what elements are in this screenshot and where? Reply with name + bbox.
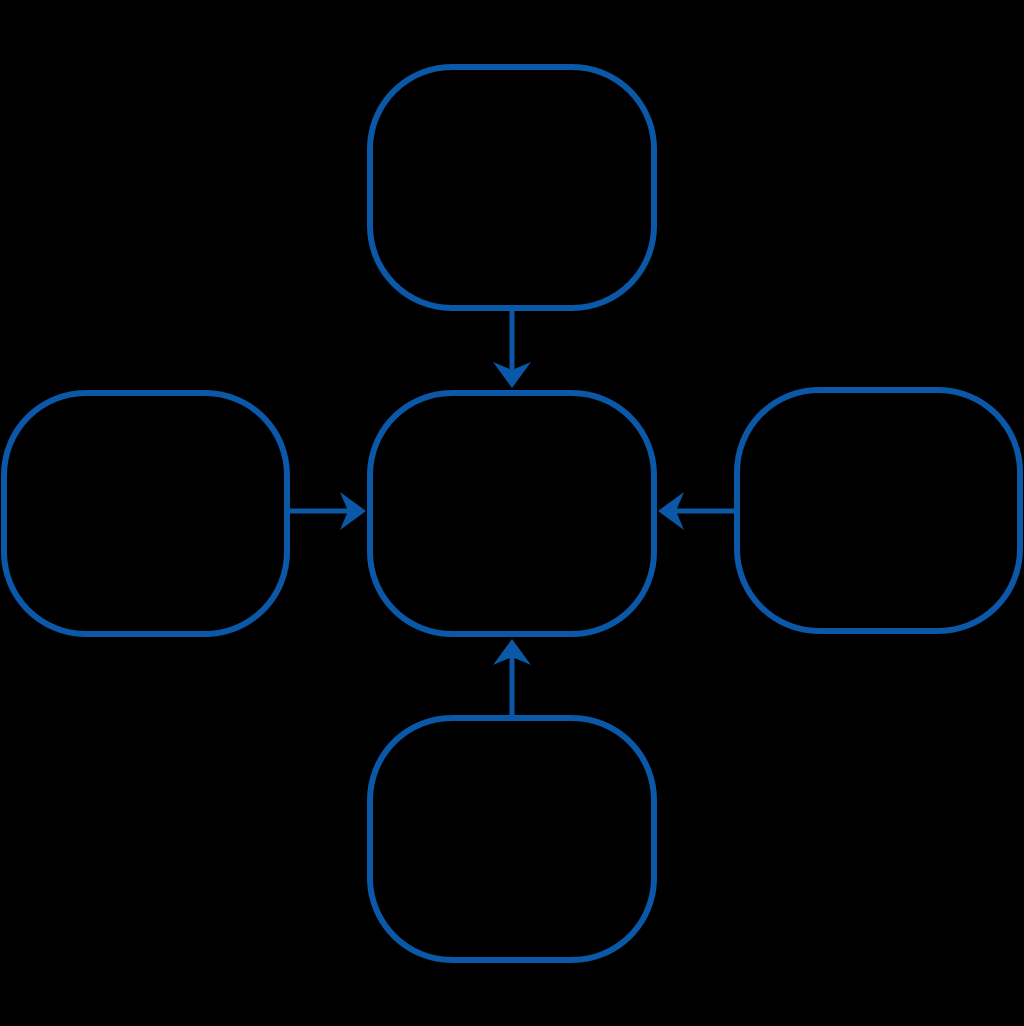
arrowhead-top-to-center (493, 362, 531, 388)
edges-layer (287, 308, 737, 718)
arrowhead-right-to-center (658, 492, 684, 530)
arrowhead-bottom-to-center (493, 639, 531, 665)
node-left (1, 390, 290, 637)
node-top (367, 64, 657, 311)
node-right (734, 387, 1023, 634)
node-center (367, 390, 657, 637)
node-bottom (367, 715, 657, 963)
arrowhead-left-to-center (340, 492, 366, 530)
nodes-layer (1, 64, 1023, 963)
